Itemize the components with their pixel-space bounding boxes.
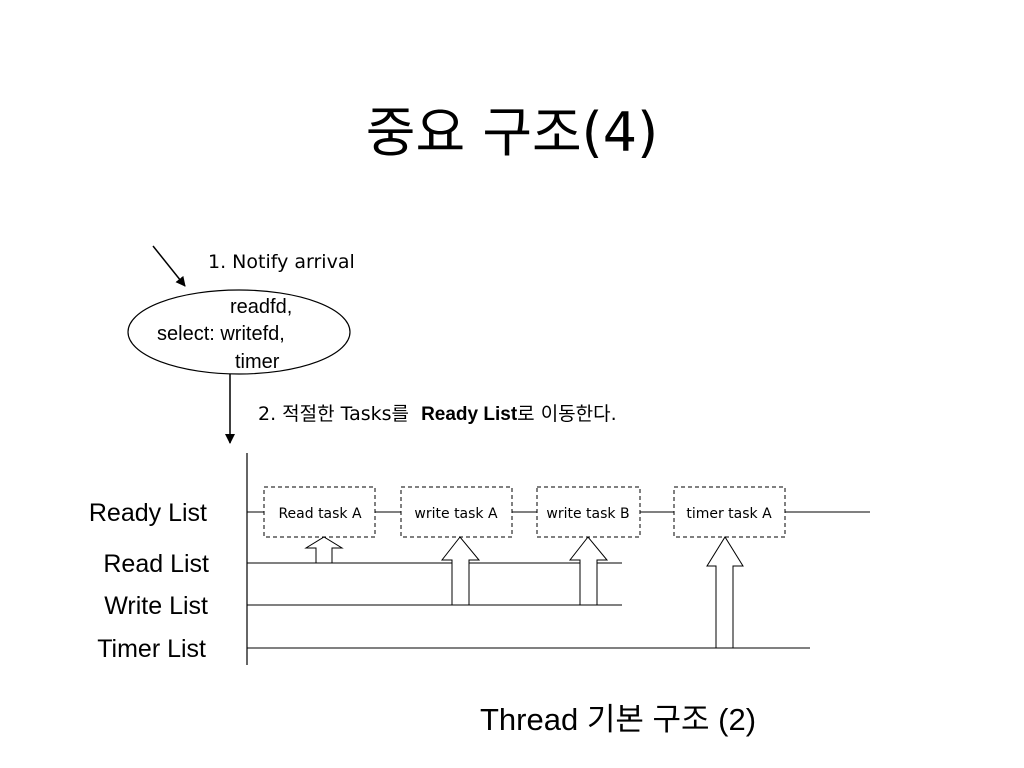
task-label: Read task A bbox=[278, 506, 362, 522]
task-box-timer-a bbox=[673, 486, 786, 538]
subtitle: Thread 기본 구조 (2) bbox=[480, 702, 757, 737]
timer-list-label: Timer List bbox=[97, 635, 206, 663]
notify-arrow bbox=[152, 245, 186, 287]
ready-list-label: Ready List bbox=[89, 499, 207, 527]
task-box-write-a bbox=[400, 486, 513, 538]
select-line-2: select: writefd, bbox=[157, 323, 285, 345]
step2-prefix: 2. 적절한 Tasks를 bbox=[258, 403, 415, 425]
task-box-write-b bbox=[536, 486, 641, 538]
task-label: write task B bbox=[546, 506, 629, 522]
step2-suffix: 로 이동한다. bbox=[517, 403, 616, 425]
step2-bold: Ready List bbox=[421, 404, 518, 425]
up-arrow-write-b bbox=[568, 536, 609, 606]
write-list-label: Write List bbox=[104, 592, 208, 620]
page-title: 중요 구조(4) bbox=[365, 101, 659, 164]
select-line-1: readfd, bbox=[230, 296, 292, 318]
select-ellipse bbox=[127, 289, 351, 375]
read-list-label: Read List bbox=[103, 550, 209, 578]
up-arrow-read-a bbox=[304, 536, 344, 564]
task-box-read-a bbox=[263, 486, 376, 538]
up-arrow-write-a bbox=[440, 536, 481, 606]
step2-label: 2. 적절한 Tasks를 Ready List로 이동한다. bbox=[258, 403, 617, 425]
step1-label: 1. Notify arrival bbox=[208, 251, 355, 273]
task-label: write task A bbox=[414, 506, 498, 522]
up-arrow-timer-a bbox=[706, 536, 744, 649]
task-label: timer task A bbox=[686, 506, 772, 522]
select-line-3: timer bbox=[235, 351, 280, 373]
